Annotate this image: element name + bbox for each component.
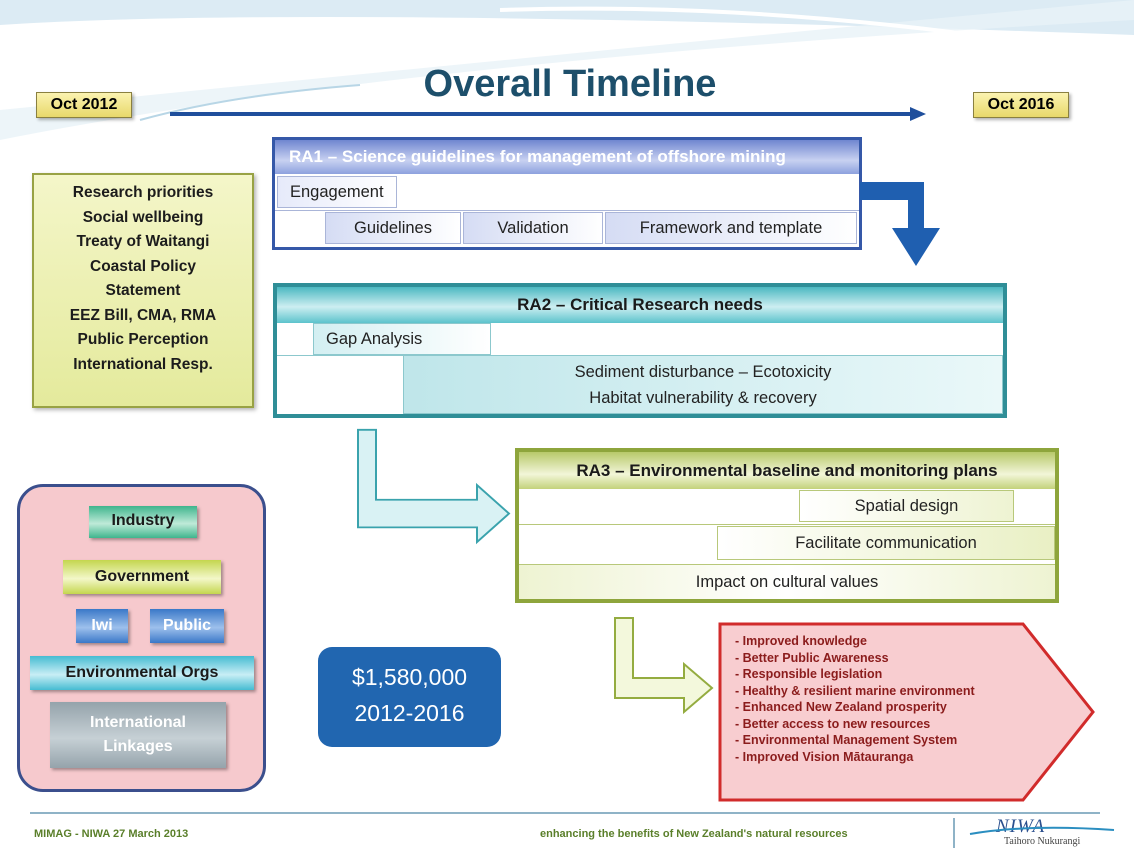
- driver-item: Coastal Policy: [90, 257, 196, 275]
- footer-tagline: enhancing the benefits of New Zealand's …: [540, 828, 848, 840]
- start-date-label: Oct 2012: [36, 92, 132, 118]
- outcome-item: Improved Vision Mātauranga: [735, 749, 975, 766]
- footer-divider: [30, 812, 1100, 814]
- ra3-to-outcomes-arrow: [614, 617, 714, 715]
- stakeholder-government: Government: [63, 560, 221, 594]
- outcomes-list: Improved knowledge Better Public Awarene…: [735, 633, 975, 765]
- funding-box: $1,580,000 2012-2016: [318, 647, 501, 747]
- funding-period: 2012-2016: [354, 700, 465, 726]
- outcome-item: Better access to new resources: [735, 716, 975, 733]
- niwa-logo: NIWA Taihoro Nukurangi: [968, 816, 1118, 850]
- footer-left-text: MIMAG - NIWA 27 March 2013: [34, 828, 189, 840]
- stakeholder-international-line2: Linkages: [103, 738, 173, 755]
- page-title: Overall Timeline: [423, 63, 717, 105]
- ra2-heading: RA2 – Critical Research needs: [277, 287, 1003, 323]
- ra1-row-divider: [275, 210, 859, 211]
- ra2-task-sediment: Sediment disturbance – Ecotoxicity: [574, 363, 832, 381]
- ra1-heading: RA1 – Science guidelines for management …: [275, 140, 859, 174]
- ra2-task-gap-analysis: Gap Analysis: [313, 323, 491, 355]
- ra1-to-ra2-arrow: [860, 182, 940, 266]
- ra3-task-cultural-values: Impact on cultural values: [519, 564, 1055, 599]
- stakeholder-env-orgs: Environmental Orgs: [30, 656, 254, 690]
- outcome-item: Environmental Management System: [735, 732, 975, 749]
- driver-item: International Resp.: [73, 355, 213, 373]
- ra3-row-divider: [519, 524, 1055, 525]
- ra3-box: RA3 – Environmental baseline and monitor…: [515, 448, 1059, 603]
- ra1-task-engagement: Engagement: [277, 176, 397, 208]
- stakeholder-iwi: Iwi: [76, 609, 128, 643]
- end-date-label: Oct 2016: [973, 92, 1069, 118]
- outcome-item: Enhanced New Zealand prosperity: [735, 699, 975, 716]
- ra3-task-communication: Facilitate communication: [717, 526, 1055, 560]
- header-swoosh: [0, 0, 1134, 140]
- driver-item: Statement: [105, 282, 181, 299]
- driver-item: Public Perception: [77, 331, 209, 348]
- ra3-heading: RA3 – Environmental baseline and monitor…: [519, 452, 1055, 489]
- outcome-item: Healthy & resilient marine environment: [735, 683, 975, 700]
- ra2-task-habitat: Habitat vulnerability & recovery: [589, 389, 817, 407]
- stakeholder-international-line1: International: [89, 714, 186, 731]
- ra1-task-guidelines: Guidelines: [325, 212, 461, 244]
- outcome-item: Better Public Awareness: [735, 650, 975, 667]
- niwa-logo-subtitle: Taihoro Nukurangi: [1004, 836, 1081, 847]
- ra2-task-sediment-box: Sediment disturbance – Ecotoxicity Habit…: [403, 355, 1003, 414]
- drivers-box: Research priorities Social wellbeing Tre…: [32, 173, 254, 408]
- ra3-task-spatial-design: Spatial design: [799, 490, 1014, 522]
- driver-item: Treaty of Waitangi: [76, 233, 210, 250]
- stakeholders-panel: Industry Government Iwi Public Environme…: [17, 484, 266, 792]
- ra2-box: RA2 – Critical Research needs Gap Analys…: [273, 283, 1007, 418]
- funding-amount: $1,580,000: [351, 664, 468, 690]
- outcome-item: Improved knowledge: [735, 633, 975, 650]
- driver-item: EEZ Bill, CMA, RMA: [69, 306, 217, 324]
- driver-item: Social wellbeing: [82, 208, 204, 226]
- stakeholder-public: Public: [150, 609, 224, 643]
- ra1-task-framework: Framework and template: [605, 212, 857, 244]
- ra2-to-ra3-arrow: [357, 428, 511, 545]
- ra1-task-validation: Validation: [463, 212, 603, 244]
- footer-logo-divider: [953, 818, 955, 848]
- ra1-box: RA1 – Science guidelines for management …: [272, 137, 862, 250]
- stakeholder-international: International Linkages: [50, 702, 226, 768]
- niwa-wave-icon: [969, 826, 1115, 835]
- driver-item: Research priorities: [72, 184, 214, 201]
- stakeholder-industry: Industry: [89, 506, 197, 538]
- niwa-logo-text: NIWA: [996, 816, 1046, 837]
- outcome-item: Responsible legislation: [735, 666, 975, 683]
- timeline-arrow: [170, 107, 926, 121]
